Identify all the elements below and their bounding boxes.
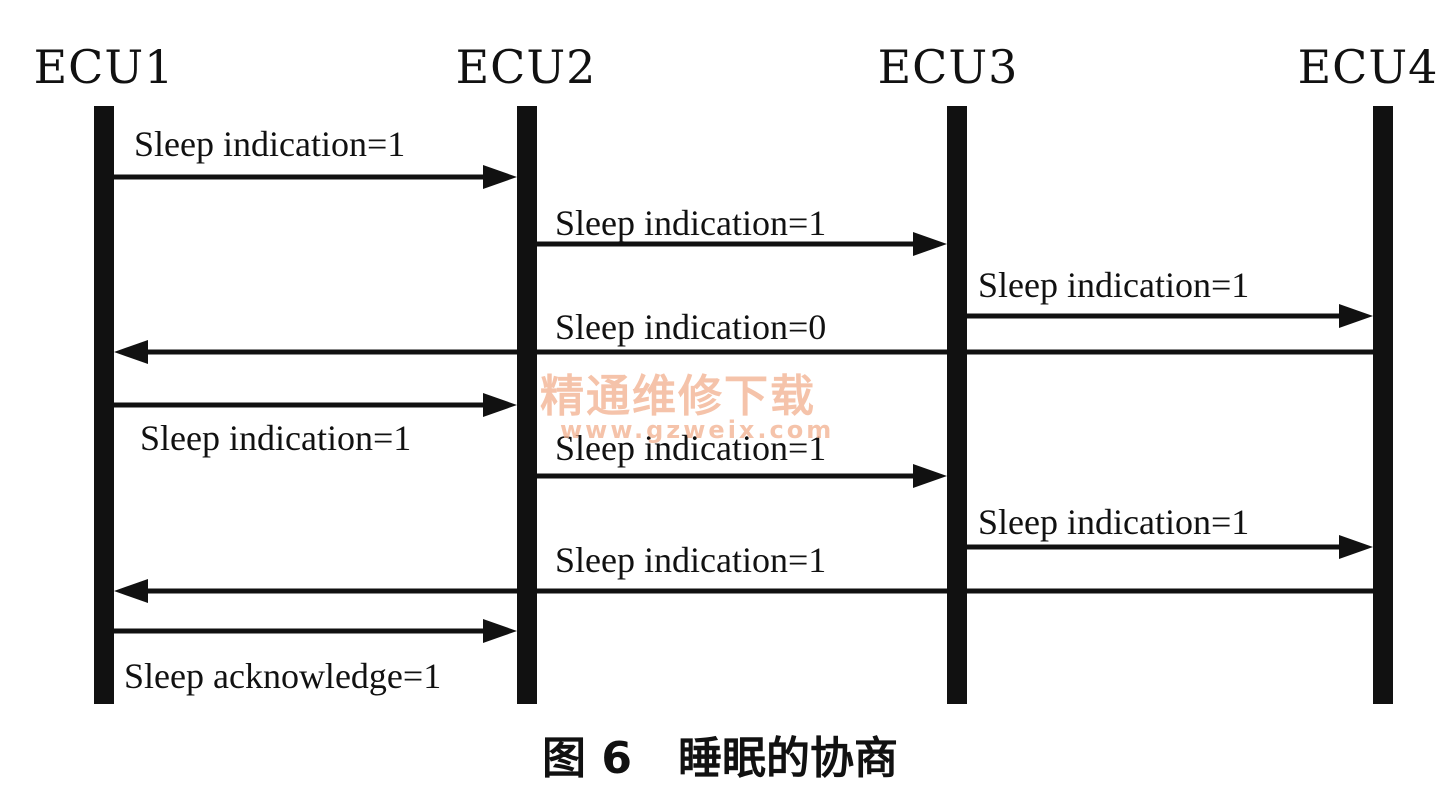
message-arrow-head [114, 340, 148, 364]
figure-caption: 图 6 睡眠的协商 [0, 722, 1440, 786]
message-label-7: Sleep indication=1 [978, 502, 1250, 542]
lifeline-ecu4 [1373, 106, 1393, 704]
message-arrow-4 [114, 340, 1373, 364]
message-label-9: Sleep acknowledge=1 [124, 656, 442, 696]
caption-gap [632, 733, 678, 784]
message-arrow-head [1339, 304, 1373, 328]
message-label-8: Sleep indication=1 [555, 540, 827, 580]
figure-title: 睡眠的协商 [677, 733, 898, 784]
message-arrow-7 [967, 535, 1373, 559]
message-label-5: Sleep indication=1 [140, 418, 412, 458]
figure-number: 图 6 [542, 733, 632, 784]
message-arrow-6 [537, 464, 947, 488]
lifeline-ecu2 [517, 106, 537, 704]
message-arrow-head [913, 232, 947, 256]
lifeline-label-ecu2: ECU2 [455, 40, 597, 94]
message-arrow-head [483, 619, 517, 643]
message-arrow-1 [114, 165, 517, 189]
lifeline-label-ecu4: ECU4 [1297, 40, 1439, 94]
message-arrow-head [114, 579, 148, 603]
message-arrow-head [483, 165, 517, 189]
message-label-4: Sleep indication=0 [555, 307, 827, 347]
message-arrow-8 [114, 579, 1373, 603]
message-label-3: Sleep indication=1 [978, 265, 1250, 305]
message-label-6: Sleep indication=1 [555, 428, 827, 468]
message-arrow-head [1339, 535, 1373, 559]
message-arrow-head [483, 393, 517, 417]
lifeline-ecu1 [94, 106, 114, 704]
message-arrow-2 [537, 232, 947, 256]
message-arrow-head [913, 464, 947, 488]
watermark-text: 精通维修下载 [540, 371, 816, 422]
watermark-url: www.gzweix.com [560, 416, 835, 444]
lifeline-label-ecu1: ECU1 [33, 40, 175, 94]
message-arrow-9 [114, 619, 517, 643]
message-arrow-3 [967, 304, 1373, 328]
message-arrow-5 [114, 393, 517, 417]
lifeline-label-ecu3: ECU3 [877, 40, 1019, 94]
message-label-1: Sleep indication=1 [134, 124, 406, 164]
message-label-2: Sleep indication=1 [555, 203, 827, 243]
lifeline-ecu3 [947, 106, 967, 704]
